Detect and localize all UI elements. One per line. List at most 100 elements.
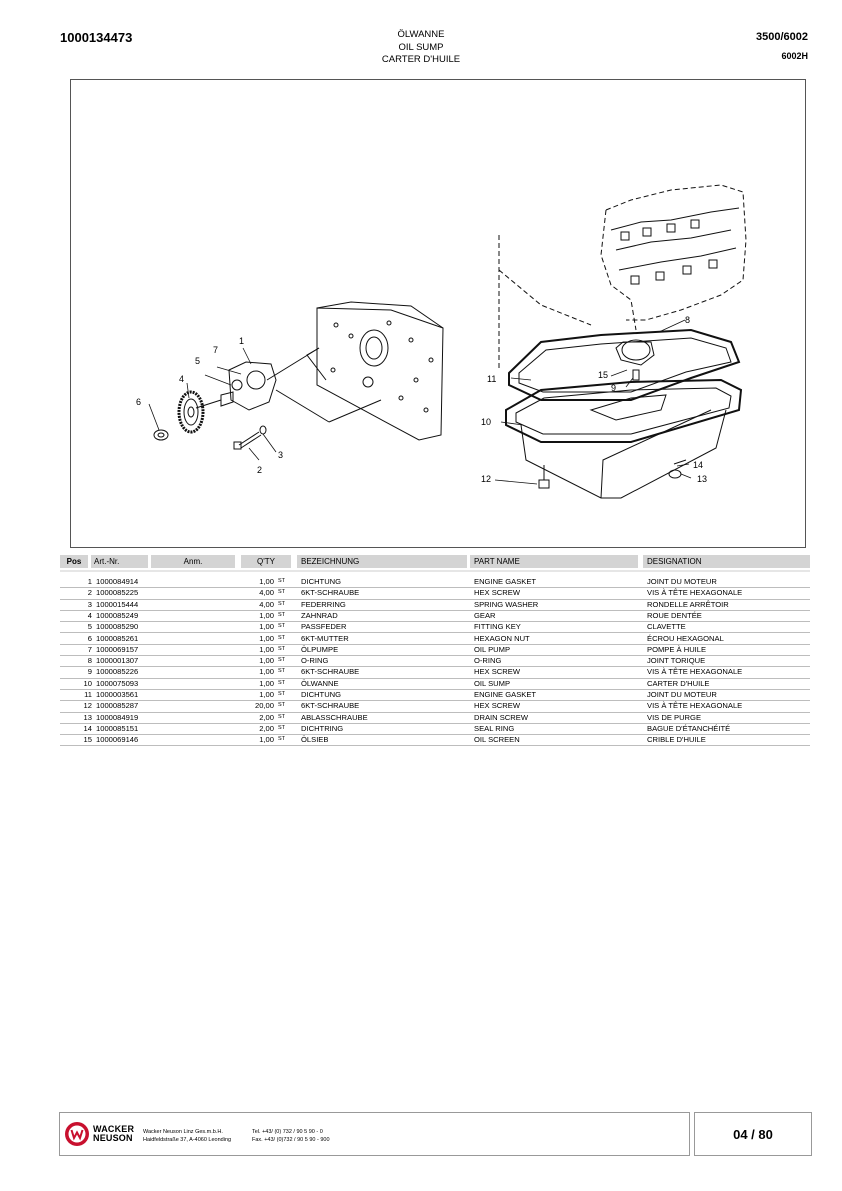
cell-art: 1000085261 [96, 633, 139, 643]
cell-fr: RONDELLE ARRÊTOIR [647, 599, 729, 609]
cell-de: 6KT-SCHRAUBE [301, 588, 360, 598]
callout-6: 6 [136, 397, 141, 407]
callout-2: 2 [257, 465, 262, 475]
cell-pos: 13 [83, 712, 92, 722]
callout-8: 8 [685, 315, 690, 325]
cell-de: O-RING [301, 656, 329, 666]
cell-de: DICHTUNG [301, 577, 342, 586]
cell-qty: 1,00 [259, 656, 274, 666]
cell-unit: ST [278, 679, 286, 686]
cell-fr: JOINT DU MOTEUR [647, 577, 717, 586]
cell-en: SPRING WASHER [474, 599, 539, 609]
cell-unit: ST [278, 623, 286, 630]
cell-pos: 2 [87, 588, 92, 598]
cell-pos: 1 [87, 577, 92, 586]
cell-qty: 1,00 [259, 735, 274, 745]
cell-de: ÖLPUMPE [301, 644, 339, 654]
cell-art: 1000075093 [96, 678, 139, 688]
cell-qty: 1,00 [259, 622, 274, 632]
engine-head-detail [610, 207, 740, 285]
title-german: ÖLWANNE [397, 29, 445, 40]
cell-unit: ST [278, 634, 286, 641]
cell-en: O-RING [474, 656, 502, 666]
cell-en: OIL SUMP [474, 678, 511, 688]
cell-art: 1000015444 [96, 599, 139, 609]
cell-pos: 3 [87, 599, 92, 609]
wacker-neuson-logo-icon [65, 1122, 89, 1146]
header-german: BEZEICHNUNG [297, 555, 467, 568]
cell-de: ZAHNRAD [301, 610, 338, 620]
cell-unit: ST [278, 578, 286, 584]
pump-screw [233, 425, 267, 450]
brand-name: WACKER NEUSON [93, 1124, 135, 1143]
header-annotation: Anm. [151, 555, 235, 568]
hex-nut [153, 429, 169, 441]
cell-unit: ST [278, 657, 286, 664]
cell-fr: CARTER D'HUILE [647, 678, 710, 688]
callout-1: 1 [239, 336, 244, 346]
cell-fr: ROUE DENTÉE [647, 610, 702, 620]
cell-de: 6KT-SCHRAUBE [301, 701, 360, 711]
cell-art: 1000085225 [96, 588, 139, 598]
callout-12: 12 [481, 474, 491, 484]
page-titles: ÖLWANNE OIL SUMP CARTER D'HUILE [321, 29, 521, 67]
header-quantity: Q'TY [241, 555, 291, 568]
cell-art: 1000085287 [96, 701, 139, 711]
header-english: PART NAME [470, 555, 638, 568]
cell-art: 1000085290 [96, 622, 139, 632]
cell-pos: 8 [87, 656, 92, 666]
page-number: 04 / 80 [694, 1112, 812, 1156]
cell-unit: ST [278, 600, 286, 607]
cell-qty: 1,00 [259, 644, 274, 654]
cell-fr: VIS À TÊTE HEXAGONALE [647, 588, 743, 598]
cell-pos: 6 [87, 633, 92, 643]
exploded-parts-diagram: 1 2 3 4 5 6 7 8 9 10 11 12 13 14 15 [70, 79, 806, 548]
oil-screen [615, 339, 655, 381]
cell-de: 6KT-MUTTER [301, 633, 349, 643]
cell-en: HEX SCREW [474, 667, 520, 677]
company-contact: Tel. +43/ (0) 732 / 90 5 90 - 0 Fax. +43… [252, 1129, 330, 1143]
cell-de: DICHTRING [301, 723, 344, 733]
cell-qty: 1,00 [259, 690, 274, 699]
cell-pos: 15 [83, 735, 92, 745]
callout-15: 15 [598, 370, 608, 380]
cell-en: OIL SCREEN [474, 735, 520, 745]
cell-en: FITTING KEY [474, 622, 521, 632]
cell-qty: 1,00 [259, 678, 274, 688]
cell-art: 1000084914 [96, 577, 139, 586]
cell-qty: 2,00 [259, 723, 274, 733]
cell-unit: ST [278, 691, 286, 697]
cell-unit: ST [278, 589, 286, 596]
cell-fr: BAGUE D'ÉTANCHÉITÉ [647, 723, 731, 733]
callout-9: 9 [611, 383, 616, 393]
cell-qty: 1,00 [259, 667, 274, 677]
cell-fr: JOINT DU MOTEUR [647, 690, 717, 699]
document-number: 1000134473 [60, 30, 133, 45]
cell-unit: ST [278, 668, 286, 675]
cell-fr: VIS À TÊTE HEXAGONALE [647, 667, 743, 677]
cell-qty: 1,00 [259, 610, 274, 620]
cell-de: ÖLSIEB [301, 735, 329, 745]
cell-de: ABLASSCHRAUBE [301, 712, 368, 722]
cell-pos: 9 [87, 667, 92, 677]
callout-14: 14 [693, 460, 703, 470]
oil-pump [220, 347, 330, 423]
cell-fr: POMPE À HUILE [647, 644, 707, 654]
engine-block-outline [498, 184, 747, 370]
cell-pos: 10 [83, 678, 92, 688]
callout-11: 11 [487, 374, 496, 384]
oil-sump-pan [505, 378, 743, 499]
cell-unit: ST [278, 702, 286, 709]
callout-labels: 1 2 3 4 5 6 7 8 9 10 11 12 13 14 15 [136, 315, 707, 484]
pump-gear [177, 390, 222, 434]
cell-fr: CRIBLE D'HUILE [647, 735, 706, 745]
